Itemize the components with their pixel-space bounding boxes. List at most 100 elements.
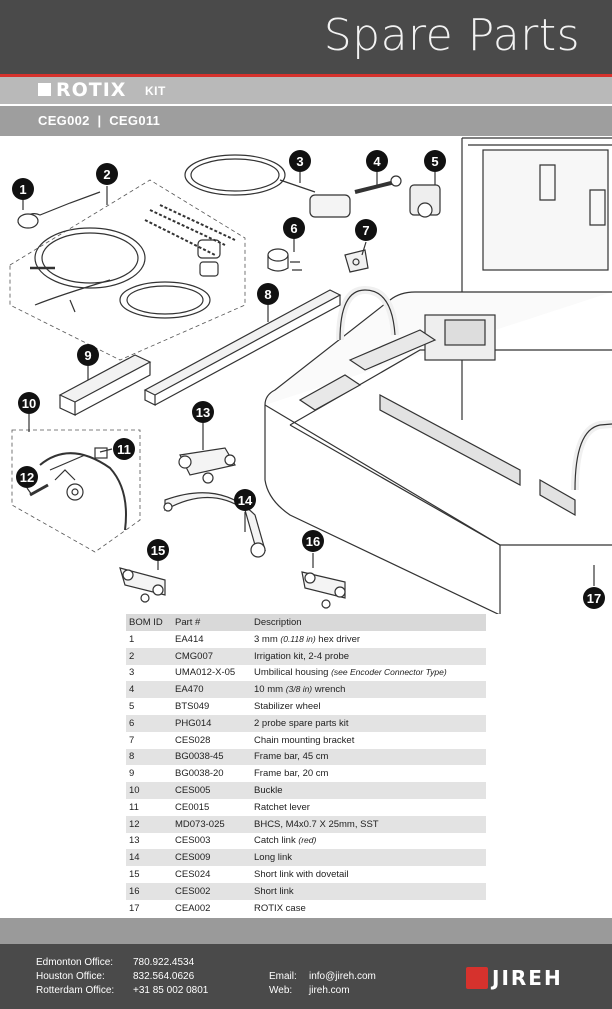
part-number: PHG014 (172, 714, 251, 732)
svg-text:3: 3 (296, 154, 303, 169)
description-note: (see Encoder Connector Type) (331, 667, 447, 678)
bom-id: 12 (126, 815, 172, 833)
bom-id: 13 (129, 835, 140, 847)
description: Stabilizer wheel (251, 698, 486, 715)
description: Short link (251, 882, 486, 900)
part-number: CES024 (175, 869, 211, 881)
part-number: CES009 (172, 849, 251, 867)
description-text: 3 mm (254, 633, 281, 645)
accent-divider (0, 74, 612, 77)
part-number: CEA002 (175, 902, 211, 914)
office-phone: 832.564.0626 (133, 971, 195, 982)
bom-id: 3 (129, 667, 135, 679)
description-text: Frame bar, 20 cm (254, 768, 329, 780)
description: ROTIX case (251, 900, 486, 917)
page-title: Spare Parts (323, 10, 580, 61)
jireh-logo-icon (466, 967, 488, 989)
description: Short link with dovetail (251, 866, 486, 883)
description: Buckle (251, 782, 486, 799)
office-label: Rotterdam Office: (36, 985, 115, 996)
description: 3 mm (0.118 in) hex driver (251, 631, 486, 648)
kit-code-band (0, 106, 612, 136)
description: Ratchet lever (251, 799, 486, 816)
callout-11: 11 (113, 438, 135, 460)
part-number: CES005 (172, 782, 251, 799)
office-label: Houston Office: (36, 971, 105, 982)
table-row: 11 CE0015 Ratchet lever (126, 799, 486, 816)
kit-band (0, 77, 612, 104)
description-text: ROTIX case (254, 902, 306, 914)
description-suffix: hex driver (315, 633, 361, 645)
description: 2 probe spare parts kit (251, 714, 486, 732)
svg-text:16: 16 (306, 534, 320, 549)
svg-text:11: 11 (117, 442, 131, 457)
svg-text:14: 14 (238, 493, 253, 508)
callout-17: 17 (583, 587, 605, 609)
svg-text:12: 12 (20, 470, 34, 485)
callout-13: 13 (192, 401, 214, 423)
office-phone: 780.922.4534 (133, 957, 195, 968)
svg-text:8: 8 (264, 287, 271, 302)
bom-id: 11 (129, 801, 139, 813)
email-link[interactable]: info@jireh.com (309, 971, 376, 982)
table-row: 13 CES003 Catch link (red) (126, 833, 486, 850)
svg-text:5: 5 (431, 154, 438, 169)
svg-text:2: 2 (103, 167, 110, 182)
contact-label: Web: (269, 985, 293, 996)
part-number: CES003 (175, 835, 211, 847)
description-text: Irrigation kit, 2-4 probe (254, 650, 350, 662)
callout-1: 1 (12, 178, 34, 200)
description-text: Frame bar, 45 cm (254, 751, 329, 763)
part-number: CMG007 (172, 647, 251, 665)
kit-label: KIT (145, 84, 166, 98)
case-illustration (264, 137, 612, 614)
web-link[interactable]: jireh.com (309, 985, 350, 996)
part-number: BG0038-45 (172, 748, 251, 766)
description: Catch link (red) (251, 833, 486, 850)
description-text: Ratchet lever (254, 801, 310, 813)
bom-id: 9 (129, 768, 135, 780)
contact-label: Email: (269, 971, 297, 982)
bom-id: 7 (129, 734, 135, 746)
bom-header-part: Part # (172, 614, 251, 631)
svg-text:7: 7 (362, 223, 369, 238)
description-suffix: wrench (312, 684, 346, 696)
svg-text:4: 4 (373, 154, 381, 169)
description-note: (3/8 in) (285, 684, 313, 695)
bom-id: 1 (129, 633, 135, 645)
description: Frame bar, 45 cm (251, 748, 486, 766)
svg-text:6: 6 (290, 221, 297, 236)
callout-9: 9 (77, 344, 99, 366)
bom-id: 2 (126, 647, 172, 665)
bom-id: 16 (126, 882, 172, 900)
svg-text:15: 15 (151, 543, 165, 558)
office-label: Edmonton Office: (36, 957, 114, 968)
bom-id: 14 (126, 849, 172, 867)
bom-id: 10 (126, 782, 172, 799)
description-text: Stabilizer wheel (254, 701, 321, 713)
callout-3: 3 (289, 150, 311, 172)
description-text: Buckle (254, 785, 283, 797)
description-text: Chain mounting bracket (254, 734, 355, 746)
description-text: BHCS, M4x0.7 X 25mm, SST (254, 818, 379, 830)
office-phones: 780.922.4534 832.564.0626 +31 85 002 080… (133, 956, 208, 998)
part-number: CES002 (172, 882, 251, 900)
part-number: CE0015 (175, 801, 210, 813)
callout-6: 6 (283, 217, 305, 239)
bom-id: 5 (129, 701, 135, 713)
description-text: 10 mm (254, 684, 286, 696)
bom-header-description: Description (251, 614, 486, 631)
svg-text:13: 13 (196, 405, 210, 420)
callout-8: 8 (257, 283, 279, 305)
